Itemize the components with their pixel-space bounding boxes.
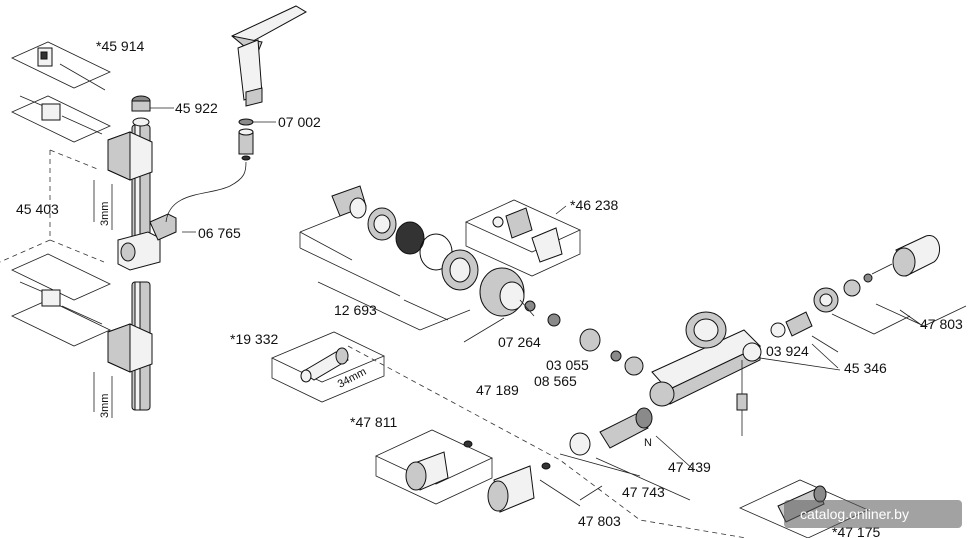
wall-plug-set-lower [19,281,103,325]
label-47189: 47 189 [476,382,519,398]
label-47803-upper: 47 803 [920,316,963,332]
label-3mm-lower: 3mm [99,394,111,418]
allen-key-lower [93,372,113,418]
fitting-chain-right [770,235,941,338]
label-45346: 45 346 [844,360,887,376]
watermark: catalog.onliner.by [784,500,962,528]
handle-47811 [405,440,473,491]
label-03055: 03 055 [546,357,589,373]
label-n: N [644,437,652,449]
label-3mm-upper: 3mm [99,202,111,226]
label-19332: *19 332 [230,331,278,347]
hand-shower-head [231,5,308,161]
allen-key-upper [93,180,113,230]
label-47803-lower: 47 803 [578,513,621,529]
label-45403: 45 403 [16,201,59,217]
spline-adapter-19332 [300,347,349,383]
thermostat-body [649,311,762,436]
shower-rail-assembly [107,95,247,411]
wall-plug-set-upper [19,47,106,135]
handle-47803-lower [487,462,551,513]
label-07264: 07 264 [498,334,541,350]
label-07002: 07 002 [278,114,321,130]
label-06765: 06 765 [198,225,241,241]
fitting-chain-left [331,185,644,376]
label-46238: *46 238 [570,197,618,213]
cartridge-47439 [569,407,653,456]
label-47811: *47 811 [350,414,397,430]
label-47743: 47 743 [622,484,665,500]
label-03924: 03 924 [766,343,809,359]
label-12693: 12 693 [334,302,377,318]
nut-set-46238 [492,207,563,263]
label-08565: 08 565 [534,373,577,389]
watermark-text: catalog.onliner.by [800,506,909,522]
label-45922: 45 922 [175,100,218,116]
label-47439: 47 439 [668,459,711,475]
label-45914: *45 914 [96,38,144,54]
